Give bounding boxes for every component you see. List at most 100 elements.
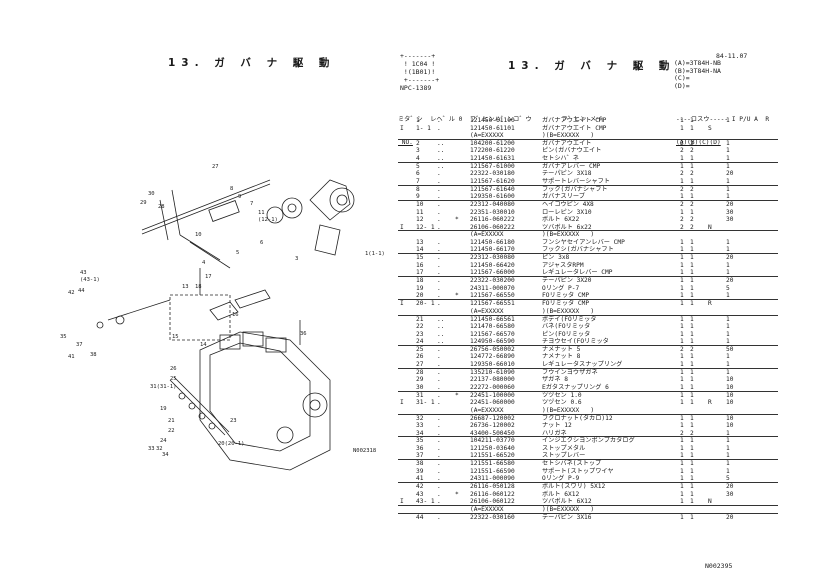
cell-qb: 1 <box>690 498 694 506</box>
cell-part: 121470-66580 <box>470 323 515 331</box>
cell-no: 4 <box>416 154 420 162</box>
svg-text:36: 36 <box>300 331 307 337</box>
cell-qa: 1 <box>680 277 684 285</box>
cell-qb: 1 <box>690 483 694 491</box>
cell-no: 7 <box>416 177 420 185</box>
cell-lv: .. <box>437 162 445 170</box>
cell-name: テーパピン 3X18 <box>542 170 592 178</box>
cell-qty: 1 <box>726 185 730 193</box>
cell-lv: . <box>437 376 441 384</box>
cell-part: (A=EXXXXX <box>470 132 504 139</box>
cell-name: ガバナアレバー CMP <box>542 162 601 170</box>
cell-part: 26116-060222 <box>470 216 515 224</box>
svg-text:43: 43 <box>80 270 87 276</box>
cell-no: 41 <box>416 475 424 483</box>
cell-no: 13 <box>416 238 424 246</box>
cell-part: 43400-500450 <box>470 429 515 437</box>
svg-text:37: 37 <box>76 342 83 348</box>
cell-qty: 1 <box>726 238 730 246</box>
cell-qb: 1 <box>690 162 694 170</box>
cell-lv: . <box>437 292 441 300</box>
cell-name: セトシハ゛ネ <box>542 154 579 162</box>
cell-qty: 10 <box>726 383 734 391</box>
cell-no: 16 <box>416 261 424 269</box>
cell-qb: 2 <box>690 216 694 224</box>
cell-qa: 1 <box>680 330 684 338</box>
cell-part: 22322-030160 <box>470 514 515 522</box>
cell-qb: 2 <box>690 139 694 147</box>
cell-qb: 1 <box>690 177 694 185</box>
cell-name: アジャスタRPM <box>542 261 584 269</box>
cell-qa: 2 <box>680 216 684 224</box>
cell-qb: 1 <box>690 452 694 460</box>
cell-part: 121551-66520 <box>470 452 515 460</box>
cell-name: バネ(FOリミッタ <box>542 323 591 331</box>
cell-qty: 1 <box>726 452 730 460</box>
cell-qa: 2 <box>680 201 684 209</box>
svg-text:9: 9 <box>238 194 241 200</box>
cell-qb: 1 <box>690 490 694 498</box>
cell-name: ボデイ(FOリミッタ <box>542 315 597 323</box>
cell-qa: 1 <box>680 422 684 430</box>
cell-name: サポート(ストップワイヤ <box>542 467 614 475</box>
cell-part: 121450-66180 <box>470 238 515 246</box>
cell-part: 121567-66570 <box>470 330 515 338</box>
cell-part: 24311-000070 <box>470 284 515 292</box>
svg-text:10: 10 <box>195 232 202 238</box>
cell-star: * <box>455 490 459 498</box>
cell-part: 22451-060000 <box>470 399 515 407</box>
cell-qb: 1 <box>690 124 694 132</box>
cell-name: テーパピン 3X16 <box>542 514 592 522</box>
svg-text:7: 7 <box>250 201 253 207</box>
svg-text:35: 35 <box>60 334 67 340</box>
cell-star: * <box>455 292 459 300</box>
cell-qa: 1 <box>680 315 684 323</box>
cell-ip: N <box>708 223 712 231</box>
cell-qa: 1 <box>680 383 684 391</box>
cell-lv: . <box>437 475 441 483</box>
cell-name: ナメナット 5 <box>542 345 581 353</box>
diagram-reference-code: N002318 <box>353 448 377 454</box>
cell-qa: 1 <box>680 254 684 262</box>
cell-no: 12- 1 <box>416 223 435 231</box>
svg-text:1(1-1): 1(1-1) <box>365 251 385 257</box>
cell-qty: 20 <box>726 277 734 285</box>
cell-qb: 1 <box>690 254 694 262</box>
cell-name: )(B=EXXXXX ) <box>542 506 595 514</box>
cell-star: * <box>455 216 459 224</box>
cell-no: 22 <box>416 323 424 331</box>
cell-qb: 2 <box>690 223 694 231</box>
svg-text:(43-1): (43-1) <box>80 277 100 283</box>
catalog-date: 84-11.07 <box>716 52 748 60</box>
svg-text:41: 41 <box>68 354 75 360</box>
cell-qb: 1 <box>690 154 694 162</box>
cell-part: 26116-050128 <box>470 483 515 491</box>
svg-text:25: 25 <box>170 376 177 382</box>
cell-lv: . <box>437 490 441 498</box>
cell-lv: . <box>437 216 441 224</box>
cell-qa: 2 <box>680 429 684 437</box>
cell-name: ピン(FOリミッタ <box>542 330 591 338</box>
cell-name: )(B=EXXXXX ) <box>542 231 595 239</box>
cell-lv: . <box>437 223 441 231</box>
cell-qa: 1 <box>680 460 684 468</box>
cell-part: 121567-61640 <box>470 185 515 193</box>
cell-name: ガバナアウエイト CMP <box>542 124 607 132</box>
cell-lv: . <box>437 467 441 475</box>
cell-qty: 1 <box>726 147 730 155</box>
right-page-title: 13. ガ バ ナ 駆 動 <box>508 60 676 72</box>
